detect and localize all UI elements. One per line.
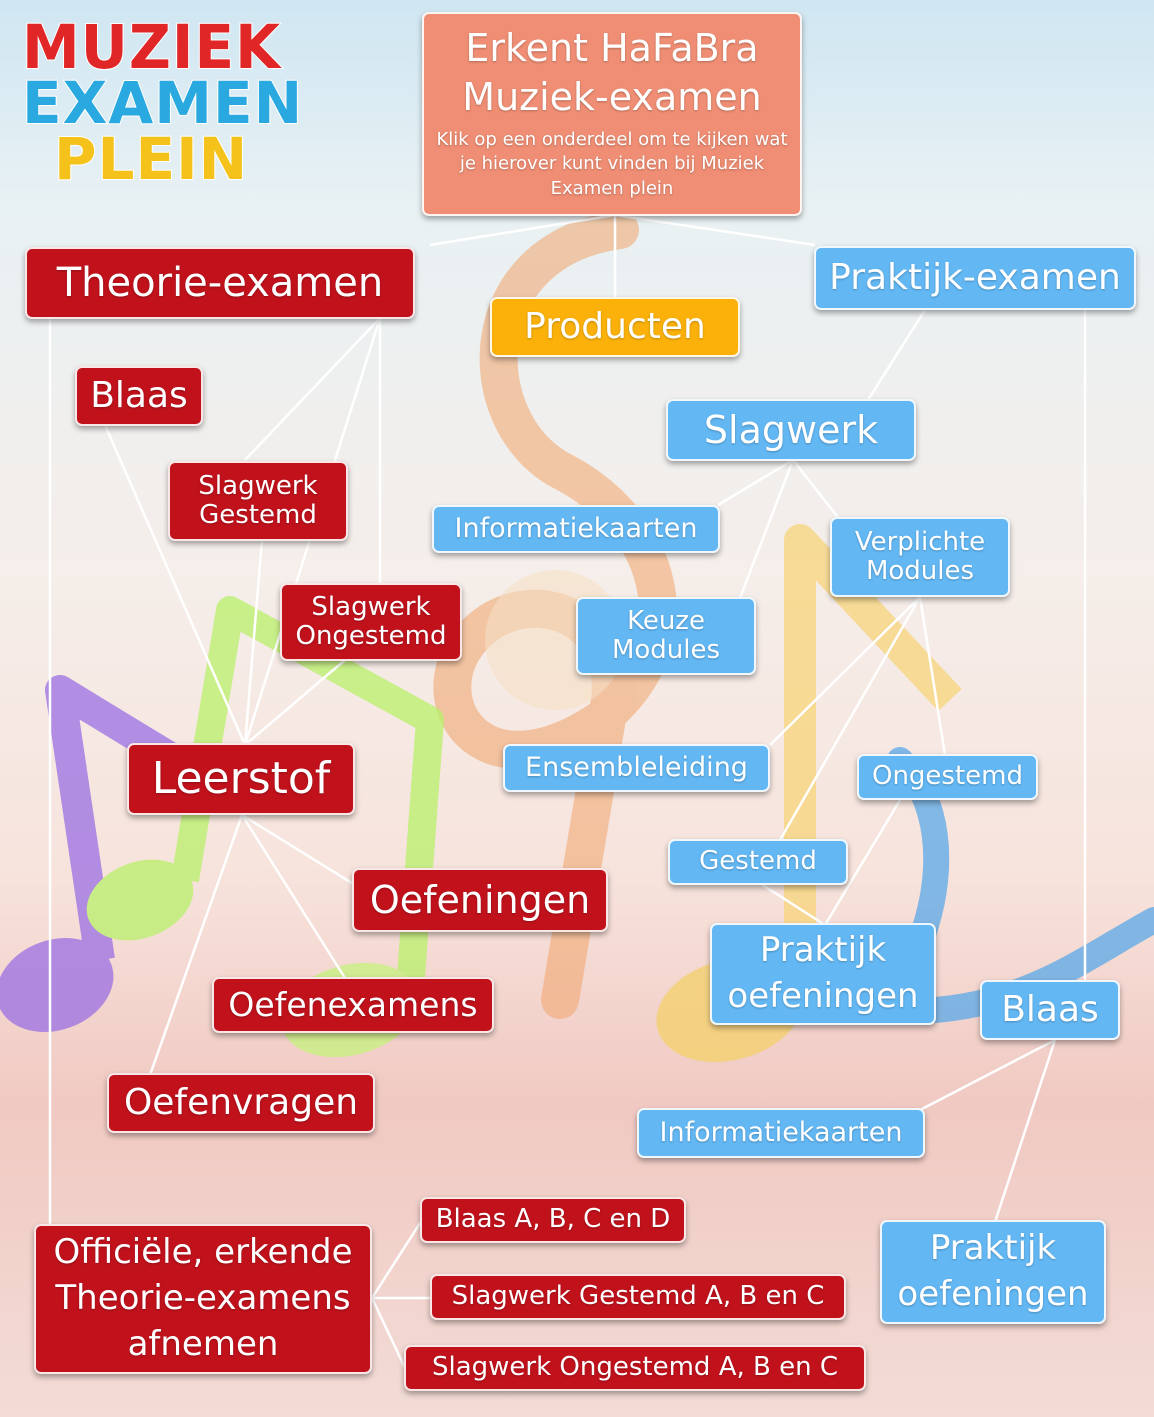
header-title-line2: Muziek-examen <box>462 74 762 119</box>
purple-note-head <box>0 937 114 1033</box>
oefenvragen-button[interactable]: Oefenvragen <box>107 1073 375 1133</box>
header-subtitle: Klik op een onderdeel om te kijken wat j… <box>436 129 788 199</box>
purple-note-stem <box>45 675 183 963</box>
informatiekaarten-button[interactable]: Informatiekaarten <box>432 505 720 553</box>
slagwerk-button[interactable]: Slagwerk <box>666 399 916 461</box>
exam-blaas-button[interactable]: Blaas A, B, C en D <box>420 1197 686 1243</box>
verplichte-modules-button[interactable]: Verplichte Modules <box>830 517 1010 597</box>
theory-blaas-button[interactable]: Blaas <box>75 366 203 426</box>
treble-clef-shape <box>433 211 677 1019</box>
logo-line-muziek: MUZIEK <box>21 11 282 83</box>
praktijk-examen-button[interactable]: Praktijk-examen <box>814 246 1136 310</box>
blaas-informatiekaarten-button[interactable]: Informatiekaarten <box>637 1108 925 1158</box>
ongestemd-button[interactable]: Ongestemd <box>857 754 1038 800</box>
slagwerk-gestemd-button[interactable]: Slagwerk Gestemd <box>168 461 348 541</box>
exam-slagwerk-ongestemd-button[interactable]: Slagwerk Ongestemd A, B en C <box>404 1345 866 1391</box>
muziek-examen-plein-logo[interactable]: MUZIEK EXAMEN PLEIN <box>21 11 304 193</box>
officiele-theorie-examens-button[interactable]: Officiële, erkende Theorie-examens afnem… <box>34 1224 372 1374</box>
logo-line-examen: EXAMEN <box>21 69 304 137</box>
slagwerk-ongestemd-button[interactable]: Slagwerk Ongestemd <box>280 583 462 661</box>
blaas-praktijk-oefeningen-button[interactable]: Praktijk oefeningen <box>880 1220 1106 1324</box>
gestemd-button[interactable]: Gestemd <box>668 839 848 885</box>
oefeningen-button[interactable]: Oefeningen <box>352 868 608 932</box>
praktijk-oefeningen-button[interactable]: Praktijk oefeningen <box>710 923 936 1025</box>
header-title-line1: Erkent HaFaBra <box>465 26 759 70</box>
header-box[interactable]: Erkent HaFaBra Muziek-examen Klik op een… <box>422 12 802 216</box>
exam-slagwerk-gestemd-button[interactable]: Slagwerk Gestemd A, B en C <box>430 1274 846 1320</box>
ensembleleiding-button[interactable]: Ensembleleiding <box>503 744 770 792</box>
theorie-examen-button[interactable]: Theorie-examen <box>25 247 415 319</box>
producten-button[interactable]: Producten <box>490 297 740 357</box>
green-note-head-1 <box>86 859 194 941</box>
leerstof-button[interactable]: Leerstof <box>127 743 355 815</box>
logo-line-plein: PLEIN <box>53 125 249 193</box>
keuze-modules-button[interactable]: Keuze Modules <box>576 597 756 675</box>
practice-blaas-button[interactable]: Blaas <box>980 980 1120 1040</box>
oefenexamens-button[interactable]: Oefenexamens <box>212 977 494 1033</box>
